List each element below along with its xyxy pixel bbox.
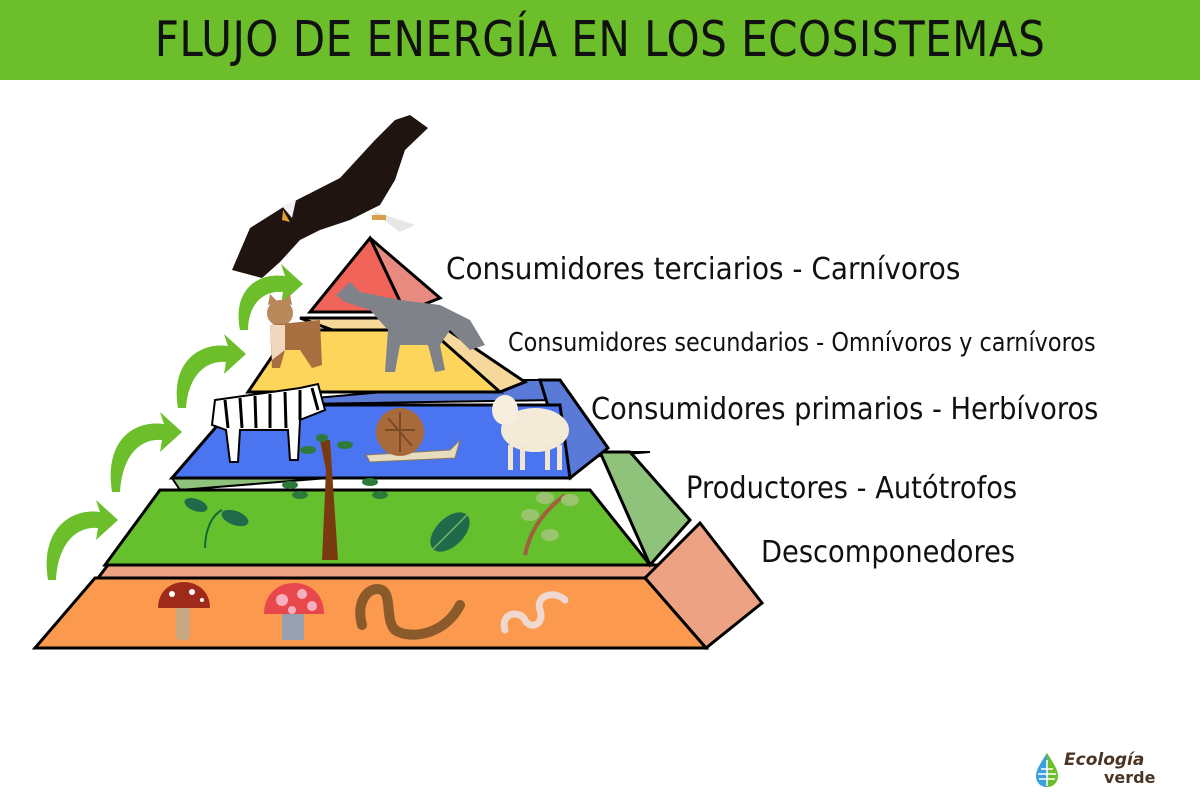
arrow-icon xyxy=(46,500,119,580)
arrow-icon xyxy=(176,334,246,408)
branch-icon xyxy=(521,492,579,556)
label-consumidores-primarios: Consumidores primarios - Herbívoros xyxy=(591,392,1099,427)
sprout-icon xyxy=(184,498,249,549)
ecologia-verde-logo: Ecología verde xyxy=(1034,750,1194,792)
eagle-icon xyxy=(232,115,428,278)
arrow-icon xyxy=(110,412,182,492)
leaf-icon xyxy=(430,512,470,552)
logo-text-verde: verde xyxy=(1104,768,1156,787)
mushroom-brown-icon xyxy=(158,582,210,640)
arrow-icon xyxy=(238,264,303,330)
title-banner xyxy=(0,0,1200,80)
bacteria-icon xyxy=(500,591,569,634)
page-title: FLUJO DE ENERGÍA EN LOS ECOSISTEMAS xyxy=(154,11,1046,68)
earthworm-icon xyxy=(355,584,465,640)
mushroom-red-icon xyxy=(264,583,324,640)
cat-icon xyxy=(267,294,322,368)
wolf-icon xyxy=(336,282,485,372)
label-descomponedores: Descomponedores xyxy=(761,535,1016,570)
water-drop-leaf-icon xyxy=(1036,753,1058,787)
energy-flow-arrows xyxy=(46,264,303,580)
label-consumidores-secundarios: Consumidores secundarios - Omnívoros y c… xyxy=(508,328,1096,358)
zebra-icon xyxy=(210,382,327,463)
snail-icon xyxy=(365,408,461,463)
sheep-icon xyxy=(492,395,569,470)
tree-icon xyxy=(282,434,388,560)
label-productores: Productores - Autótrofos xyxy=(686,471,1018,506)
logo-text-ecologia: Ecología xyxy=(1064,750,1145,770)
label-consumidores-terciarios: Consumidores terciarios - Carnívoros xyxy=(446,252,961,287)
